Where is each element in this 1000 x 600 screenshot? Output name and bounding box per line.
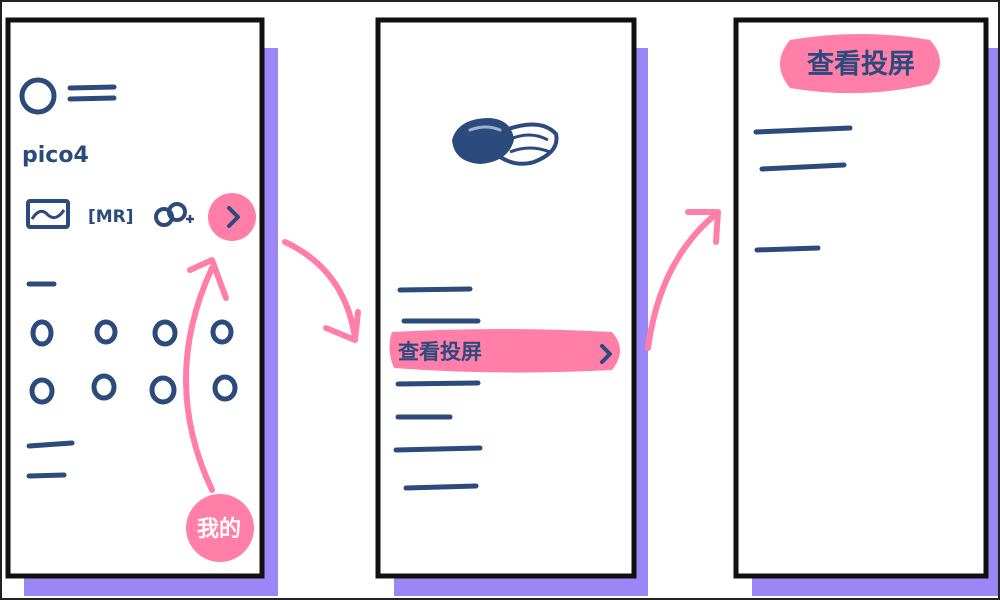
app-grid-item[interactable] xyxy=(94,319,118,345)
list-line xyxy=(397,286,473,293)
list-line xyxy=(26,472,67,479)
screen-3-frame xyxy=(733,17,989,579)
app-grid-item[interactable] xyxy=(210,319,234,345)
more-chevron-button[interactable] xyxy=(208,193,256,241)
flow-arrow-2-to-3 xyxy=(645,209,721,351)
app-grid xyxy=(29,319,238,405)
app-grid-item[interactable] xyxy=(149,375,177,405)
mine-button[interactable]: 我的 xyxy=(186,494,254,562)
app-grid-item[interactable] xyxy=(152,319,178,347)
screen-2-frame xyxy=(375,17,637,579)
menu-bars-icon[interactable] xyxy=(67,84,117,102)
app-grid-item[interactable] xyxy=(30,319,54,347)
view-cast-menu-item[interactable]: 查看投屏 xyxy=(389,329,620,373)
screen-3-cast: 查看投屏 xyxy=(733,17,998,596)
link-add-icon[interactable] xyxy=(154,202,194,227)
mine-button-label: 我的 xyxy=(197,516,241,542)
list-line xyxy=(393,445,483,453)
screen-1-frame xyxy=(5,17,265,579)
screen-2-device: 查看投屏 xyxy=(375,17,648,596)
list-line xyxy=(403,483,479,491)
page-title: 查看投屏 xyxy=(807,49,915,80)
list-line xyxy=(395,380,481,387)
logo-circle-icon xyxy=(19,77,57,115)
screen-1-home: pico4 [MR] xyxy=(5,17,278,596)
chevron-right-icon xyxy=(227,206,240,228)
app-grid-item[interactable] xyxy=(91,373,117,401)
cast-title-badge: 查看投屏 xyxy=(780,34,940,94)
list-line xyxy=(754,245,821,253)
device-brand-label: pico4 xyxy=(22,143,89,168)
mr-label[interactable]: [MR] xyxy=(88,207,134,227)
view-cast-menu-label: 查看投屏 xyxy=(398,340,482,364)
list-line xyxy=(753,125,853,135)
app-grid-item[interactable] xyxy=(212,374,238,402)
chevron-right-icon xyxy=(600,344,612,364)
vr-headset-icon xyxy=(452,118,559,166)
list-line xyxy=(26,440,75,449)
curved-arrow-up xyxy=(183,257,229,493)
flow-arrow-1-to-2 xyxy=(282,239,361,343)
app-grid-item[interactable] xyxy=(29,377,55,405)
list-line xyxy=(759,162,847,172)
gallery-icon[interactable] xyxy=(26,199,70,229)
